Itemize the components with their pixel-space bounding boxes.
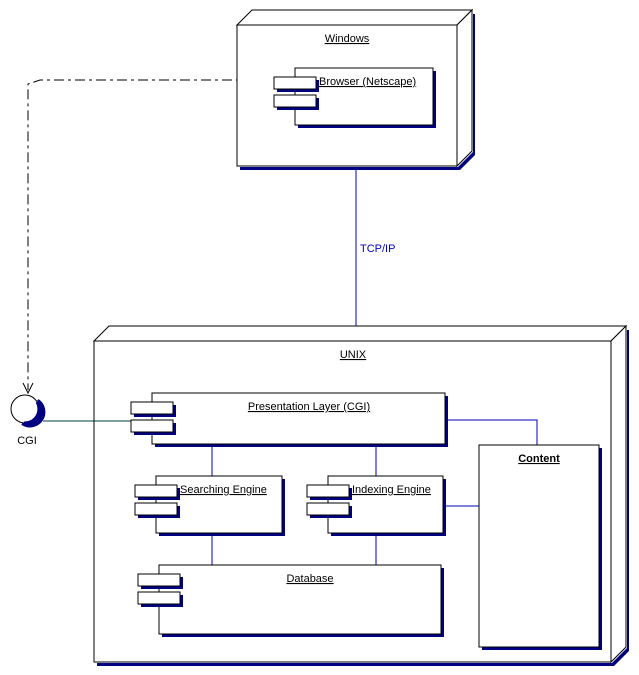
arrowhead-icon: [22, 382, 34, 395]
node-windows-label: Windows: [325, 33, 370, 45]
component-presentation[interactable]: Presentation Layer (CGI): [130, 392, 448, 447]
component-database[interactable]: Database: [137, 564, 444, 637]
component-searching-label: Searching Engine: [180, 484, 267, 496]
component-searching[interactable]: Searching Engine: [134, 475, 285, 536]
component-presentation-label: Presentation Layer (CGI): [248, 401, 370, 413]
component-database-label: Database: [286, 573, 333, 585]
dependency-browser-cgi[interactable]: [22, 79, 274, 395]
package-content-label: Content: [518, 453, 560, 465]
connector-tcpip-label: TCP/IP: [360, 243, 395, 255]
node-unix-label: UNIX: [340, 349, 367, 361]
interface-cgi-label: CGI: [17, 435, 37, 447]
package-content[interactable]: Content: [478, 444, 602, 650]
component-browser[interactable]: Browser (Netscape): [273, 67, 436, 128]
connector-presentation-content-inner: [447, 419, 538, 445]
component-browser-label: Browser (Netscape): [319, 76, 416, 88]
interface-cgi[interactable]: CGI: [10, 394, 46, 447]
component-indexing[interactable]: Indexing Engine: [306, 475, 446, 536]
component-indexing-label: Indexing Engine: [352, 484, 431, 496]
